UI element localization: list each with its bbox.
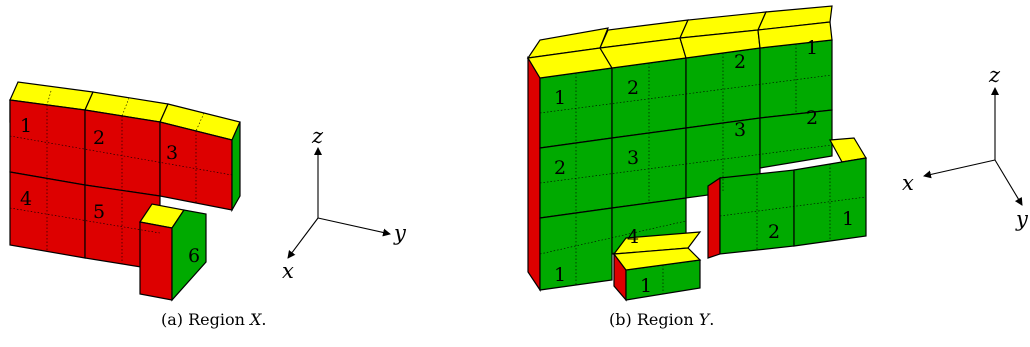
region-x-caption-suffix: .	[261, 310, 267, 329]
region-y-caption-prefix: (b) Region	[609, 310, 699, 329]
region-y-axes	[923, 87, 1023, 206]
region-y-cell-label: 2	[806, 107, 818, 129]
region-x-caption-prefix: (a) Region	[161, 310, 251, 329]
region-x-front-face	[9, 99, 86, 186]
region-x-y-axis-label: y	[393, 221, 407, 245]
region-y-z-axis-label: z	[988, 63, 1001, 87]
region-y-x-axis-label: x	[902, 171, 914, 195]
region-x-cell-label: 4	[20, 188, 32, 210]
region-x-x-axis-label: x	[282, 259, 294, 283]
region-y-front-face	[793, 157, 867, 247]
region-y-front-face	[759, 109, 833, 169]
region-y-cell-label: 2	[627, 77, 639, 99]
region-x-axes	[287, 147, 391, 259]
region-x-small-side	[171, 209, 207, 302]
region-x-side-face	[231, 121, 241, 213]
region-y-cell-label: 1	[842, 208, 854, 230]
region-y-side-face	[527, 55, 541, 292]
region-x-caption: (a) Region X.	[161, 310, 267, 329]
region-y-cell-label: 4	[627, 226, 639, 248]
region-y-small-top	[612, 247, 702, 271]
region-x-cell-label: 1	[20, 115, 32, 137]
region-y-caption-var: Y	[698, 310, 710, 329]
region-y-top-face	[757, 21, 833, 49]
region-y-caption: (b) Region Y.	[609, 310, 714, 329]
region-y-caption-suffix: .	[709, 310, 715, 329]
region-x-figure: 1 2 3 4 5 6 z y x	[9, 81, 407, 302]
region-y-cell-label: 2	[734, 51, 746, 73]
region-x-z-axis-label: z	[311, 124, 324, 148]
region-x-caption-var: X	[250, 310, 262, 329]
region-y-grid	[539, 44, 867, 294]
region-y-cell-label: 2	[768, 221, 780, 243]
region-y-step-side	[707, 176, 721, 259]
region-x-cell-label: 5	[93, 201, 105, 223]
region-y-cell-label: 1	[554, 264, 566, 286]
region-y-cell-label: 3	[734, 119, 746, 141]
region-y-cell-label: 1	[806, 37, 818, 59]
region-y-cell-label: 1	[640, 275, 652, 297]
region-y-cell-label: 2	[554, 157, 566, 179]
region-y-cell-label: 1	[554, 87, 566, 109]
region-x-front-face	[9, 171, 86, 259]
region-y-cell-label: 3	[627, 147, 639, 169]
region-x-cell-label: 3	[166, 142, 178, 164]
region-x-front-face	[84, 109, 161, 197]
region-x-cell-label: 2	[93, 127, 105, 149]
region-y-figure: 1 2 2 1 2 3 3 2 1 4 1 2 1 z x y	[526, 5, 1029, 302]
region-x-grid	[9, 90, 233, 264]
region-y-y-axis-label: y	[1015, 207, 1029, 231]
region-x-cell-label: 6	[188, 245, 200, 267]
region-x-small-front	[139, 221, 173, 301]
